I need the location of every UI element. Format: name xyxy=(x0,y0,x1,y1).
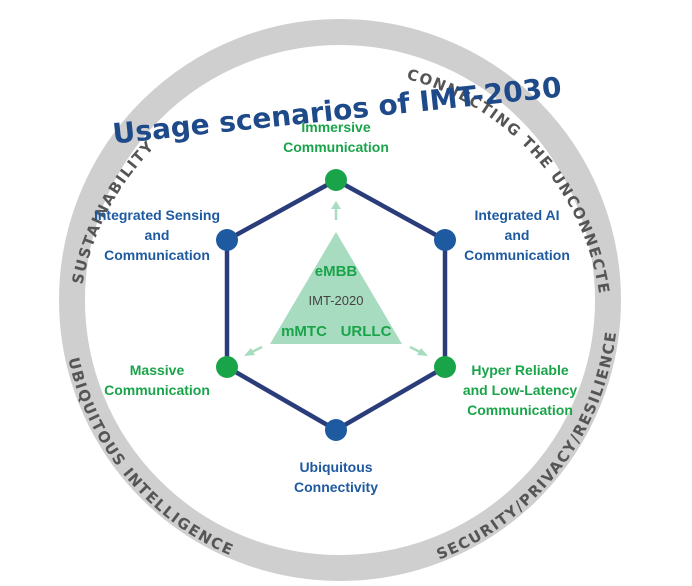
scenario-ai-line3: Communication xyxy=(464,247,570,263)
scenario-ubiquitous-line2: Connectivity xyxy=(293,479,378,495)
node-ai xyxy=(434,229,456,251)
scenario-immersive: Immersive Communication xyxy=(266,117,406,157)
scenario-ai-line1: Integrated AI xyxy=(474,207,560,223)
scenario-integrated-sensing: Integrated Sensing and Communication xyxy=(82,205,232,265)
scenario-massive-line2: Communication xyxy=(104,382,210,398)
scenario-immersive-line2: Communication xyxy=(283,139,389,155)
arrow-left xyxy=(244,345,263,356)
node-hrllc xyxy=(434,356,456,378)
scenario-hrllc: Hyper Reliable and Low-Latency Communica… xyxy=(458,360,582,420)
arrow-right xyxy=(409,345,428,356)
scenario-ubiquitous: Ubiquitous Connectivity xyxy=(276,457,396,497)
scenario-hrllc-line2: and Low-Latency xyxy=(462,382,578,398)
node-sensing xyxy=(216,229,238,251)
scenario-hrllc-line1: Hyper Reliable xyxy=(471,362,569,378)
scenario-massive-line1: Massive xyxy=(129,362,185,378)
node-immersive xyxy=(325,169,347,191)
scenario-sensing-line3: Communication xyxy=(104,247,210,263)
scenario-ubiquitous-line1: Ubiquitous xyxy=(299,459,373,475)
scenario-sensing-line2: and xyxy=(144,227,170,243)
scenario-hrllc-line3: Communication xyxy=(467,402,573,418)
scenario-massive: Massive Communication xyxy=(100,360,214,400)
scenario-integrated-ai: Integrated AI and Communication xyxy=(452,205,582,265)
triangle-right-label: URLLC xyxy=(341,323,392,340)
triangle-top-label: eMBB xyxy=(315,263,358,280)
scenario-immersive-line1: Immersive xyxy=(301,119,371,135)
triangle-center-label: IMT-2020 xyxy=(309,293,364,308)
node-ubiquitous xyxy=(325,419,347,441)
imt2020-triangle xyxy=(270,232,402,344)
arrow-up xyxy=(331,201,341,220)
scenario-sensing-line1: Integrated Sensing xyxy=(93,207,221,223)
node-massive xyxy=(216,356,238,378)
triangle-left-label: mMTC xyxy=(281,323,327,340)
scenario-ai-line2: and xyxy=(504,227,530,243)
outer-ring xyxy=(59,19,621,581)
